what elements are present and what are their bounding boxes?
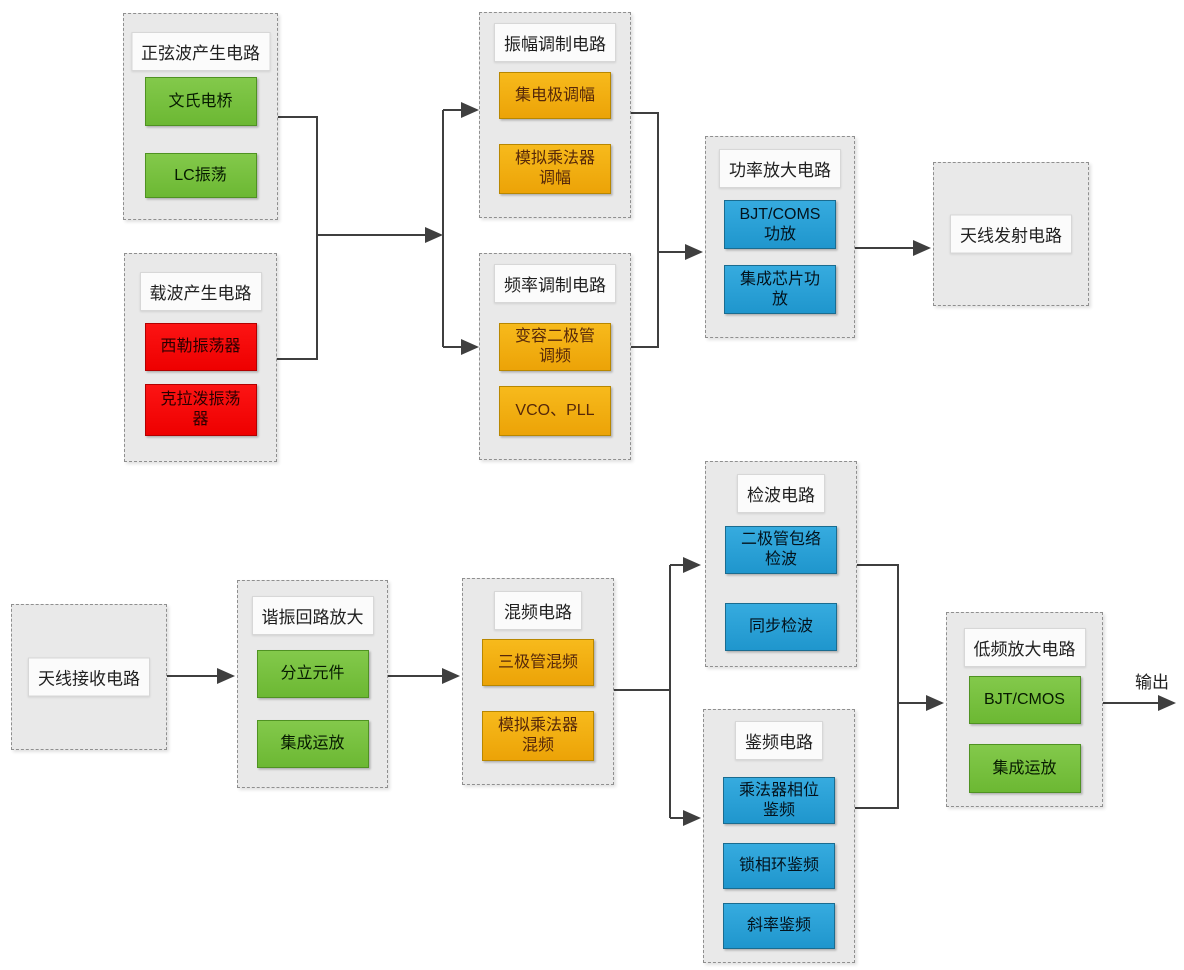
connector bbox=[631, 112, 659, 252]
node-integrated-opamp-lf: 集成运放 bbox=[968, 744, 1081, 793]
group-mixer: 混频电路 三极管混频 模拟乘法器 混频 bbox=[462, 578, 614, 785]
node-analog-multiplier-am: 模拟乘法器 调幅 bbox=[499, 144, 611, 194]
node-bjt-cmos-pa: BJT/COMS 功放 bbox=[724, 200, 836, 249]
group-title: 鉴频电路 bbox=[735, 721, 823, 760]
group-fm-modulation: 频率调制电路 变容二极管 调频 VCO、PLL bbox=[479, 253, 631, 460]
output-label: 输出 bbox=[1135, 673, 1169, 692]
node-clapp-oscillator: 克拉泼振荡 器 bbox=[144, 384, 257, 436]
group-title: 功率放大电路 bbox=[719, 149, 841, 188]
group-title: 谐振回路放大 bbox=[251, 596, 374, 635]
connector bbox=[855, 703, 899, 809]
connector bbox=[278, 116, 318, 235]
node-collector-am: 集电极调幅 bbox=[499, 72, 611, 119]
group-title: 振幅调制电路 bbox=[494, 23, 616, 62]
node-diode-envelope-detector: 二极管包络 检波 bbox=[725, 526, 837, 574]
group-power-amp: 功率放大电路 BJT/COMS 功放 集成芯片功 放 bbox=[705, 136, 855, 338]
node-pll-discriminator: 锁相环鉴频 bbox=[723, 843, 835, 889]
node-integrated-opamp: 集成运放 bbox=[256, 720, 369, 768]
group-title: 天线发射电路 bbox=[950, 214, 1072, 254]
group-title: 载波产生电路 bbox=[139, 272, 262, 311]
group-discriminator: 鉴频电路 乘法器相位 鉴频 锁相环鉴频 斜率鉴频 bbox=[703, 709, 855, 963]
node-slope-discriminator: 斜率鉴频 bbox=[723, 903, 835, 949]
connector bbox=[631, 252, 659, 348]
group-title: 检波电路 bbox=[737, 474, 825, 513]
group-title: 低频放大电路 bbox=[963, 628, 1086, 667]
group-detector: 检波电路 二极管包络 检波 同步检波 bbox=[705, 461, 857, 667]
node-lc-oscillator: LC振荡 bbox=[144, 153, 257, 198]
node-sync-detector: 同步检波 bbox=[725, 603, 837, 651]
group-sine-wave: 正弦波产生电路 文氏电桥 LC振荡 bbox=[123, 13, 278, 220]
connector bbox=[857, 564, 899, 703]
node-discrete-components: 分立元件 bbox=[256, 650, 369, 698]
node-vco-pll: VCO、PLL bbox=[499, 386, 611, 436]
group-tx-antenna: 天线发射电路 bbox=[933, 162, 1089, 306]
group-title: 天线接收电路 bbox=[28, 657, 150, 697]
group-lf-amp: 低频放大电路 BJT/CMOS 集成运放 bbox=[946, 612, 1103, 807]
connector bbox=[277, 235, 318, 360]
group-title: 频率调制电路 bbox=[494, 264, 616, 303]
group-resonant-amp: 谐振回路放大 分立元件 集成运放 bbox=[237, 580, 388, 788]
node-ic-pa: 集成芯片功 放 bbox=[724, 265, 836, 314]
node-wien-bridge: 文氏电桥 bbox=[144, 77, 257, 126]
group-title: 正弦波产生电路 bbox=[131, 32, 270, 71]
node-varactor-fm: 变容二极管 调频 bbox=[499, 323, 611, 371]
node-analog-multiplier-mixer: 模拟乘法器 混频 bbox=[482, 711, 594, 761]
node-bjt-cmos-amp: BJT/CMOS bbox=[968, 676, 1081, 724]
node-multiplier-phase-discriminator: 乘法器相位 鉴频 bbox=[723, 777, 835, 824]
node-transistor-mixer: 三极管混频 bbox=[482, 639, 594, 686]
group-carrier: 载波产生电路 西勒振荡器 克拉泼振荡 器 bbox=[124, 253, 277, 462]
group-rx-antenna: 天线接收电路 bbox=[11, 604, 167, 750]
node-seiler-oscillator: 西勒振荡器 bbox=[144, 323, 257, 371]
group-am-modulation: 振幅调制电路 集电极调幅 模拟乘法器 调幅 bbox=[479, 12, 631, 218]
group-title: 混频电路 bbox=[494, 591, 582, 630]
